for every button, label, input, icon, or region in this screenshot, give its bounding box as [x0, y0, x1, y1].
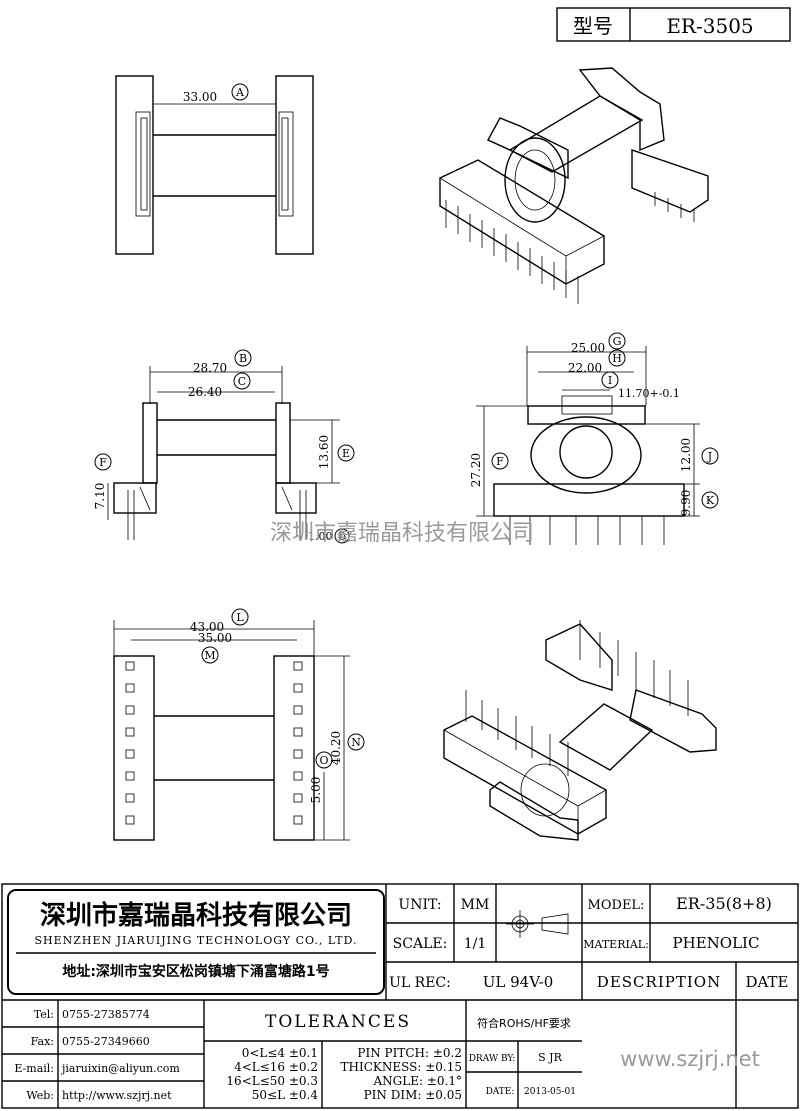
front-view: 25.00 G H 22.00 I 11.70+-0.1 27.20 F 12.	[469, 332, 719, 545]
bottom-view: 43.00 L 35.00 M 40.20 N 5.00 O	[113, 608, 365, 841]
email-label: E-mail:	[14, 1062, 54, 1075]
dim-L-label: L	[236, 611, 244, 624]
pin-tolerance: ANGLE: ±0.1°	[373, 1074, 462, 1088]
pin-tolerance: PIN DIM: ±0.05	[364, 1088, 462, 1102]
model-label: MODEL:	[588, 898, 645, 913]
dim-A-label: A	[235, 86, 245, 99]
dim-O-value: 5.00	[309, 777, 323, 804]
drawby-value: S JR	[538, 1051, 562, 1064]
title-block: 深圳市嘉瑞晶科技有限公司 SHENZHEN JIARUIJING TECHNOL…	[1, 883, 799, 1109]
dim-N-value: 40.20	[329, 731, 343, 765]
projection-symbol	[506, 910, 569, 938]
dim-E-label: E	[342, 447, 350, 460]
company-name-en: SHENZHEN JIARUIJING TECHNOLOGY CO., LTD.	[34, 934, 357, 947]
dim-C-label: C	[238, 375, 246, 388]
dim-E-value: 13.60	[317, 435, 331, 469]
drawby-label: DRAW BY:	[469, 1054, 516, 1064]
web-value: http://www.szjrj.net	[62, 1089, 172, 1102]
dim-B-label: B	[239, 352, 247, 365]
dim-C-value: 26.40	[188, 385, 222, 399]
dim-H-label: H	[612, 352, 622, 365]
dim-G-value: 25.00	[571, 341, 605, 355]
dim-B-value: 28.70	[193, 361, 227, 375]
scale-label: SCALE:	[393, 936, 448, 952]
model-header-box: 型号 ER-3505	[556, 7, 791, 42]
tel-value: 0755-27385774	[62, 1008, 150, 1021]
dim-L-value: 43.00	[190, 620, 224, 634]
dim-K-value: 9.90	[679, 490, 693, 517]
model-value: ER-35(8+8)	[676, 894, 772, 913]
pin-tolerance: THICKNESS: ±0.15	[341, 1060, 462, 1074]
dim-F2-label: F	[496, 455, 504, 468]
rohs-note: 符合ROHS/HF要求	[477, 1016, 571, 1030]
email-value: jiaruixin@aliyun.com	[60, 1062, 180, 1075]
website-watermark: www.szjrj.net	[620, 1047, 760, 1071]
top-view: 33.00 A	[115, 75, 314, 255]
dim-D-label: D	[338, 532, 346, 543]
pin-tolerance: PIN PITCH: ±0.2	[357, 1046, 462, 1060]
material-label: MATERIAL:	[583, 938, 649, 951]
dim-I-value: 11.70+-0.1	[618, 387, 680, 400]
ulrec-value: UL 94V-0	[483, 973, 554, 991]
tolerance-row: 16<L≤50 ±0.3	[226, 1074, 318, 1088]
tolerance-row: 50≤L ±0.4	[252, 1088, 319, 1102]
dim-F1-value: 7.10	[93, 483, 107, 510]
material-value: PHENOLIC	[673, 934, 760, 952]
dim-F2-value: 27.20	[469, 453, 483, 487]
tel-label: Tel:	[34, 1008, 54, 1021]
iso-view-bottom	[443, 620, 717, 841]
dim-H-value: 22.00	[568, 361, 602, 375]
description-label: DESCRIPTION	[597, 973, 721, 991]
web-label: Web:	[26, 1089, 54, 1102]
dim-D-value: 1.00	[308, 530, 333, 543]
company-address: 地址:深圳市宝安区松岗镇塘下涌富塘路1号	[62, 963, 329, 980]
dim-F1-label: F	[99, 456, 107, 469]
side-view: 28.70 B 26.40 C 13.60 E 7.10 F 1.00 D	[93, 349, 355, 544]
tolerance-row: 4<L≤16 ±0.2	[234, 1060, 318, 1074]
unit-value: MM	[461, 897, 490, 913]
tolerance-row: 0<L≤4 ±0.1	[242, 1046, 318, 1060]
dim-J-value: 12.00	[679, 438, 693, 472]
fax-value: 0755-27349660	[62, 1035, 150, 1048]
scale-value: 1/1	[464, 936, 487, 952]
iso-view-top	[439, 67, 709, 304]
dim-M-value: 35.00	[198, 631, 232, 645]
tolerances-title: TOLERANCES	[265, 1012, 411, 1032]
date-label: DATE	[746, 973, 789, 991]
watermark: 深圳市嘉瑞晶科技有限公司	[270, 521, 534, 546]
unit-label: UNIT:	[398, 897, 441, 913]
dim-J-label: J	[707, 450, 712, 463]
fax-label: Fax:	[31, 1035, 54, 1048]
dim-N-label: N	[351, 736, 361, 749]
dim-K-label: K	[706, 494, 715, 507]
dim-O-label: O	[319, 754, 328, 767]
dim-G-label: G	[613, 335, 622, 348]
company-name-cn: 深圳市嘉瑞晶科技有限公司	[40, 900, 352, 931]
dim-M-label: M	[204, 649, 215, 662]
model-header-value: ER-3505	[666, 14, 753, 38]
model-header-label: 型号	[573, 14, 613, 38]
ulrec-label: UL REC:	[389, 975, 451, 991]
dim-I-label: I	[608, 374, 612, 387]
date2-label: DATE:	[486, 1087, 515, 1097]
dim-A-value: 33.00	[183, 90, 217, 104]
date2-value: 2013-05-01	[524, 1087, 576, 1097]
